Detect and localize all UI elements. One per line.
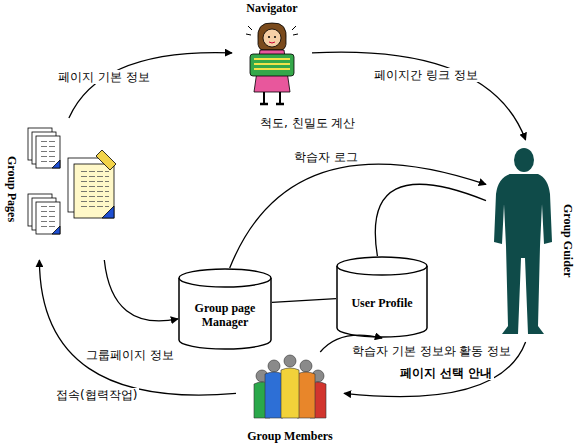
database-cylinder: User Profile bbox=[336, 256, 428, 338]
edge-label: 페이지간 링크 정보 bbox=[372, 68, 480, 82]
node-label: Group Members bbox=[247, 430, 332, 444]
edge-label: 학습자 로그 bbox=[292, 150, 360, 164]
navigator-figure bbox=[240, 20, 304, 106]
members-node: Group Members bbox=[236, 352, 344, 444]
node-label: Navigator bbox=[246, 2, 297, 16]
pages-node: Group Pages bbox=[4, 118, 122, 260]
connector-arrow bbox=[375, 184, 486, 256]
connector-arrow bbox=[69, 53, 232, 118]
node-label: Group Pages bbox=[4, 156, 18, 222]
edge-label: 페이지 기본 정보 bbox=[56, 70, 152, 84]
guider-silhouette bbox=[490, 146, 556, 338]
edge-label: 접속(협력작업) bbox=[54, 388, 139, 402]
group-pages-icon bbox=[24, 124, 122, 254]
group-members-figure bbox=[252, 354, 328, 420]
connector-arrow bbox=[230, 164, 486, 268]
node-label: Group Guider bbox=[560, 204, 574, 277]
node-label: Group page Manager bbox=[184, 302, 266, 330]
edge-label: 학습자 기본 정보와 활동 정보 bbox=[350, 344, 513, 358]
connector-arrow bbox=[344, 342, 526, 397]
guider-node: Group Guider bbox=[486, 140, 574, 342]
edge-label: 그룹페이지 정보 bbox=[84, 348, 176, 362]
navigator-node: Navigator bbox=[232, 2, 312, 108]
edge-label: 페이지 선택 안내 bbox=[398, 366, 494, 380]
connector-arrow bbox=[104, 260, 178, 321]
edge-label: 척도, 친밀도 계산 bbox=[258, 116, 357, 130]
database-cylinder: Group page Manager bbox=[178, 268, 272, 350]
node-label: User Profile bbox=[351, 297, 412, 311]
connector-arrow bbox=[272, 299, 336, 303]
